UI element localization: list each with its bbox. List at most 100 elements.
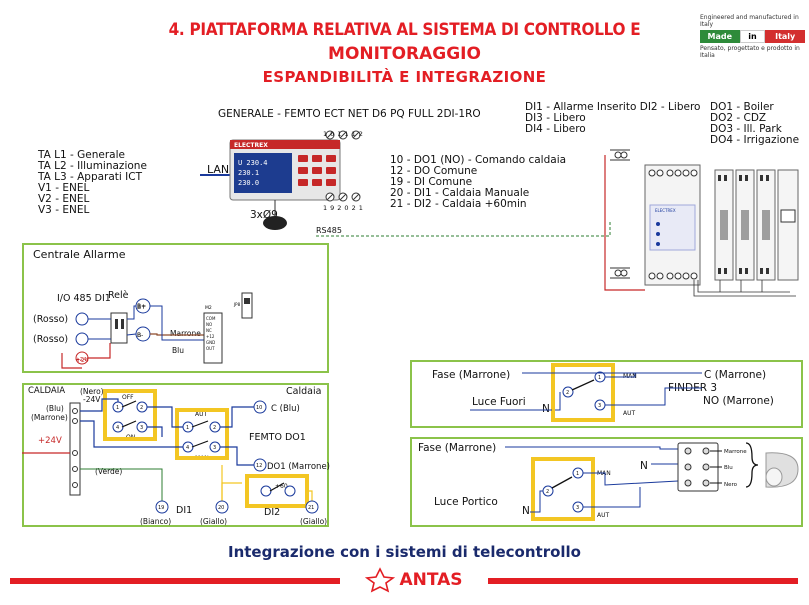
- svg-text:COM: COM: [206, 316, 216, 321]
- aut-label: AUT: [195, 411, 208, 418]
- footer-title: Integrazione con i sistemi di telecontro…: [227, 543, 581, 561]
- giallo-label-2: (Giallo): [300, 517, 328, 526]
- centrale-allarme-box: [22, 243, 329, 373]
- rs485-label: RS485: [316, 226, 342, 235]
- svg-text:NC: NC: [206, 328, 212, 333]
- svg-text:1: 1: [576, 471, 579, 477]
- luce-portico-wiring: 213: [505, 442, 799, 521]
- terminal-21: 21: [351, 204, 366, 212]
- luce-fuori-wiring: 2 1 3: [470, 363, 702, 422]
- rosso-label-2: (Rosso): [33, 334, 69, 345]
- bianco-label: (Bianco): [140, 517, 172, 526]
- svg-text:230.0: 230.0: [238, 179, 259, 187]
- generale-inputs-list: TA L1 - Generale TA L2 - Illuminazione T…: [38, 150, 147, 216]
- antas-logo-text: ANTAS: [399, 570, 463, 590]
- aut-label-2: AUT: [597, 512, 610, 519]
- di2-label: DI2: [264, 507, 281, 518]
- input-ta-l1: TA L1 - Generale: [38, 149, 125, 161]
- sensor-blu-label: Blu: [724, 465, 733, 471]
- terminal-20: 20: [337, 204, 352, 212]
- page-subtitle: ESPANDIBILITÀ E INTEGRAZIONE: [262, 68, 547, 86]
- b-plus-terminal: B+: [137, 304, 146, 311]
- badge-italy: Italy: [765, 30, 805, 43]
- do2-line: DO2 - CDZ: [710, 112, 767, 124]
- sensor-marrone-label: Marrone: [724, 449, 747, 455]
- di-list: DI1 - Allarme Inserito DI2 - Libero DI3 …: [525, 102, 700, 135]
- antas-logo-icon: [365, 567, 396, 593]
- svg-text:1: 1: [186, 425, 189, 431]
- blu-caldaia-label: (Blu): [46, 404, 64, 413]
- input-v1: V1 - ENEL: [38, 182, 90, 194]
- antas-logo: ANTAS: [344, 564, 484, 596]
- svg-text:20: 20: [218, 505, 224, 511]
- do-list: DO1 - Boiler DO2 - CDZ DO3 - Ill. Park D…: [710, 102, 799, 146]
- terminal-11: 11: [337, 130, 352, 138]
- badge-in: in: [739, 30, 766, 43]
- terminal-12: 12: [351, 130, 366, 138]
- svg-text:GND: GND: [206, 340, 215, 345]
- off-label: OFF: [122, 394, 134, 401]
- switch-off-on-box: [103, 389, 157, 441]
- femto-device-drawing: ELECTREX Femto U 230.4 230.1 230.0: [200, 130, 361, 230]
- c-marrone-label: C (Marrone): [704, 369, 767, 381]
- svg-text:230.1: 230.1: [238, 169, 259, 177]
- svg-text:10: 10: [256, 405, 262, 411]
- terminal-notes: 10 - DO1 (NO) - Comando caldaia 12 - DO …: [390, 155, 566, 210]
- svg-text:19: 19: [158, 505, 164, 511]
- page-title-line1: 4. PIATTAFORMA RELATIVA AL SISTEMA DI CO…: [168, 20, 641, 40]
- fase-marrone-label-1: Fase (Marrone): [432, 369, 511, 381]
- svg-text:U 230.4: U 230.4: [238, 159, 268, 167]
- footer-bar-left: [10, 578, 340, 584]
- svg-text:1: 1: [598, 375, 601, 381]
- made-in-italy-badge: Engineered and manufactured in Italy Mad…: [700, 14, 805, 59]
- blu-label: Blu: [172, 346, 184, 355]
- rosso-label-1: (Rosso): [33, 314, 69, 325]
- di3-line: DI3 - Libero: [525, 112, 586, 124]
- io485-label: I/O 485 DI1: [57, 293, 111, 304]
- relay-modules: [714, 169, 799, 281]
- note-12: 12 - DO Comune: [390, 165, 478, 177]
- svg-text:NO: NO: [206, 322, 212, 327]
- n-top-label: N: [640, 460, 648, 472]
- v24-label: -24V: [83, 395, 101, 404]
- note-20: 20 - DI1 - Caldaia Manuale: [390, 187, 530, 199]
- di1-label: DI1: [176, 505, 193, 516]
- input-v2: V2 - ENEL: [38, 193, 90, 205]
- badge-bottom-text: Pensato, progettato e prodotto in Italia: [700, 45, 800, 59]
- plus60-label: +60: [275, 483, 288, 490]
- femto-do1-label: FEMTO DO1: [249, 432, 306, 443]
- input-ta-l3: TA L3 - Apparati ICT: [38, 171, 143, 183]
- svg-text:12: 12: [256, 463, 262, 469]
- b-plus-label: B+: [137, 303, 147, 310]
- c-blu-label: C (Blu): [271, 404, 300, 414]
- badge-made: Made: [700, 30, 740, 43]
- svg-text:+12: +12: [206, 334, 215, 339]
- input-ta-l2: TA L2 - Illuminazione: [38, 160, 147, 172]
- plus24-label: +24: [76, 357, 89, 364]
- femto-header-bar: [230, 140, 340, 149]
- svg-text:3: 3: [576, 505, 579, 511]
- svg-text:ELECTREX: ELECTREX: [655, 208, 676, 213]
- svg-text:Femto: Femto: [304, 142, 325, 149]
- io-module-drawing: ELECTREX: [604, 149, 799, 297]
- plus24v-label: +24V: [38, 436, 62, 446]
- do1-marrone-label: DO1 (Marrone): [267, 462, 330, 472]
- centrale-allarme-title: Centrale Allarme: [33, 248, 126, 261]
- svg-text:2: 2: [213, 425, 216, 431]
- svg-text:2: 2: [566, 390, 569, 396]
- nero-label: (Nero): [80, 387, 104, 396]
- plus24-terminal: +24: [75, 357, 87, 363]
- switch-aut-man-box: [175, 408, 229, 460]
- caldaia-title-right: Caldaia: [286, 386, 322, 397]
- svg-text:2: 2: [140, 405, 143, 411]
- luce-fuori-label: Luce Fuori: [472, 396, 526, 408]
- svg-text:OUT: OUT: [206, 346, 215, 351]
- svg-text:M2: M2: [205, 305, 212, 311]
- svg-text:3: 3: [213, 445, 216, 451]
- svg-text:3: 3: [598, 403, 601, 409]
- do3-line: DO3 - Ill. Park: [710, 123, 782, 135]
- verde-label: (Verde): [95, 467, 123, 476]
- caldaia-title-left: CALDAIA: [28, 386, 66, 396]
